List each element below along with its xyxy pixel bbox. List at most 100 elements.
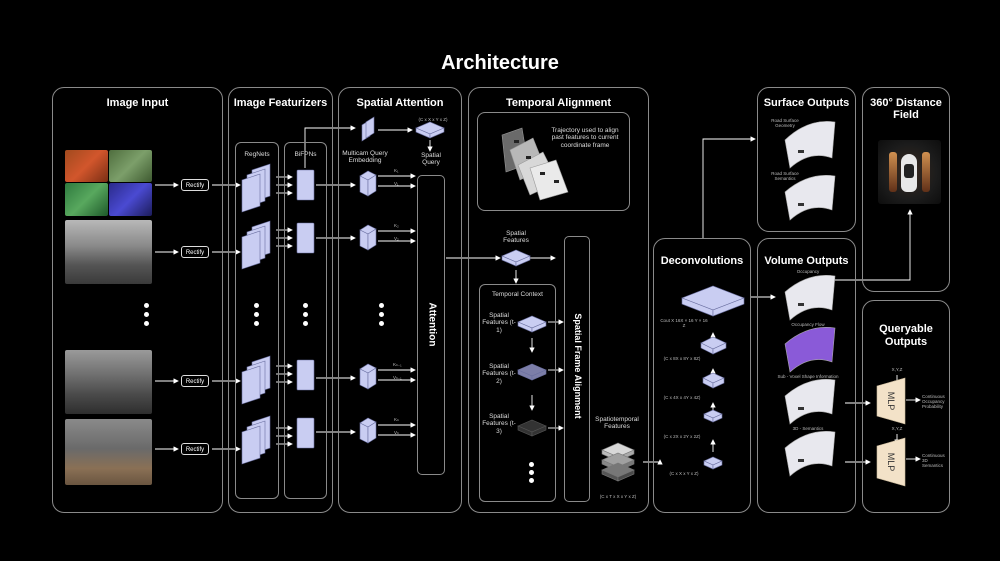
xyz-input-label-1: X,Y,Z <box>891 367 903 372</box>
deconv-dims-label-5: (C x X x Y x Z) <box>669 471 699 476</box>
temporal-ellipsis-dot <box>529 470 534 475</box>
temporal-context-label: Temporal Context <box>492 291 543 298</box>
distance-field-panel: 360° Distance Field <box>862 87 950 292</box>
value-n-minus-1-label: Vₙ₋₁ <box>393 375 402 380</box>
mlp-label-1: MLP <box>886 391 896 411</box>
kv-ellipsis-dot <box>379 303 384 308</box>
image-input-title: Image Input <box>106 97 169 109</box>
surface-outputs-title: Surface Outputs <box>763 97 850 109</box>
attention-block: Attention <box>417 175 445 475</box>
feature-plane-t3 <box>517 419 547 437</box>
subvoxel-volume <box>784 379 836 425</box>
regnet-stack-3 <box>241 355 271 405</box>
rectify-box-1: Rectify <box>181 179 209 191</box>
temporal-alignment-title: Temporal Alignment <box>505 97 612 109</box>
trajectory-caption: Trajectory used to align past features t… <box>551 127 619 149</box>
deconv-layer-4 <box>703 409 723 423</box>
camera-image-street-2 <box>65 350 152 414</box>
spatial-features-t2-label: Spatial Features (t-2) <box>482 363 516 385</box>
deconvolutions-panel: Deconvolutions <box>653 238 751 513</box>
kv-ellipsis-dot <box>379 321 384 326</box>
bifpn-block-1 <box>296 169 315 201</box>
kv-cube-2 <box>359 224 377 251</box>
rectify-box-3: Rectify <box>181 375 209 387</box>
occupancy-flow-volume <box>784 327 836 373</box>
key-n-label: Kₙ <box>394 417 399 422</box>
image-input-ellipsis-dot <box>144 312 149 317</box>
road-surface-semantics-label: Road Surface Semantics <box>771 171 799 182</box>
continuous-semantics-label: Continuous 3D Semantics <box>922 453 945 469</box>
occupancy-volume <box>784 275 836 321</box>
image-featurizers-panel: Image Featurizers <box>228 87 333 513</box>
spatial-frame-alignment-block: Spatial Frame Alignment <box>564 236 590 502</box>
regnets-label: RegNets <box>244 151 270 158</box>
semantics-3d-label: 3D - Semantics <box>792 426 824 431</box>
deconv-layer-1 <box>681 285 745 317</box>
deconv-layer-3 <box>702 372 725 389</box>
xyz-input-label-2: X,Y,Z <box>891 426 903 431</box>
key-n-minus-1-label: Kₙ₋₁ <box>393 362 402 367</box>
rectify-box-2: Rectify <box>181 246 209 258</box>
temporal-alignment-panel: Temporal Alignment <box>468 87 649 513</box>
key-1-label: K₁ <box>394 168 399 173</box>
regnets-ellipsis-dot <box>254 312 259 317</box>
occupancy-flow-label: Occupancy Flow <box>791 322 825 327</box>
spatiotemporal-dims-label: (C x T x X x Y x Z) <box>599 494 637 499</box>
deconv-dims-label-4: (C x 2X x 2Y x 2Z) <box>663 434 701 439</box>
multicam-query-embedding-label: Multicam Query Embedding <box>342 150 388 165</box>
road-surface-geometry-label: Road Surface Geometry <box>771 118 799 129</box>
spatial-features-t1-label: Spatial Features (t-1) <box>482 312 516 334</box>
car-icon <box>901 154 917 192</box>
bifpns-subpanel: BiFPNs <box>284 142 327 499</box>
regnets-ellipsis-dot <box>254 303 259 308</box>
image-input-ellipsis-dot <box>144 303 149 308</box>
bifpn-block-4 <box>296 417 315 449</box>
spatial-query-label: Spatial Query <box>421 152 441 167</box>
spatial-attention-panel: Spatial Attention <box>338 87 462 513</box>
spatial-attention-title: Spatial Attention <box>356 97 444 109</box>
regnet-stack-2 <box>241 220 271 270</box>
camera-image-street-3 <box>65 419 152 485</box>
kv-cube-3 <box>359 363 377 390</box>
kv-cube-1 <box>359 170 377 197</box>
distance-field-image <box>878 140 941 204</box>
deconv-dims-label-3: (C x 4X x 4Y x 4Z) <box>663 395 701 400</box>
value-2-label: V₂ <box>394 236 399 241</box>
value-n-label: Vₙ <box>394 430 399 435</box>
camera-image-street-1 <box>65 220 152 284</box>
value-1-label: V₁ <box>394 181 399 186</box>
mlp-block-2 <box>876 437 906 487</box>
subvoxel-label: Sub - Voxel Shape Information <box>777 374 839 379</box>
temporal-ellipsis-dot <box>529 478 534 483</box>
volume-outputs-title: Volume Outputs <box>764 255 849 267</box>
continuous-occupancy-label: Continuous Occupancy Probability <box>922 394 945 410</box>
spatiotemporal-features-label: Spatiotemporal Features <box>595 416 639 431</box>
distance-field-title: 360° Distance Field <box>870 97 942 122</box>
image-input-panel: Image Input <box>52 87 223 513</box>
trajectory-frame-4 <box>529 159 569 201</box>
mlp-label-2: MLP <box>886 452 896 472</box>
deconvolutions-title: Deconvolutions <box>660 255 744 267</box>
occupancy-label: Occupancy <box>796 269 820 274</box>
deconv-layer-5 <box>703 456 723 470</box>
feature-plane-t1 <box>517 315 547 333</box>
spatial-features-t3-label: Spatial Features (t-3) <box>482 413 516 435</box>
regnet-stack-1 <box>241 163 271 213</box>
deconv-layer-2 <box>700 336 727 355</box>
semantics-3d-volume <box>784 431 836 477</box>
regnets-ellipsis-dot <box>254 321 259 326</box>
regnets-subpanel: RegNets <box>235 142 279 499</box>
road-semantics-surface <box>784 175 836 221</box>
key-2-label: K₂ <box>394 223 399 228</box>
mlp-block-1 <box>876 377 906 425</box>
queryable-outputs-panel: Queryable Outputs <box>862 300 950 513</box>
